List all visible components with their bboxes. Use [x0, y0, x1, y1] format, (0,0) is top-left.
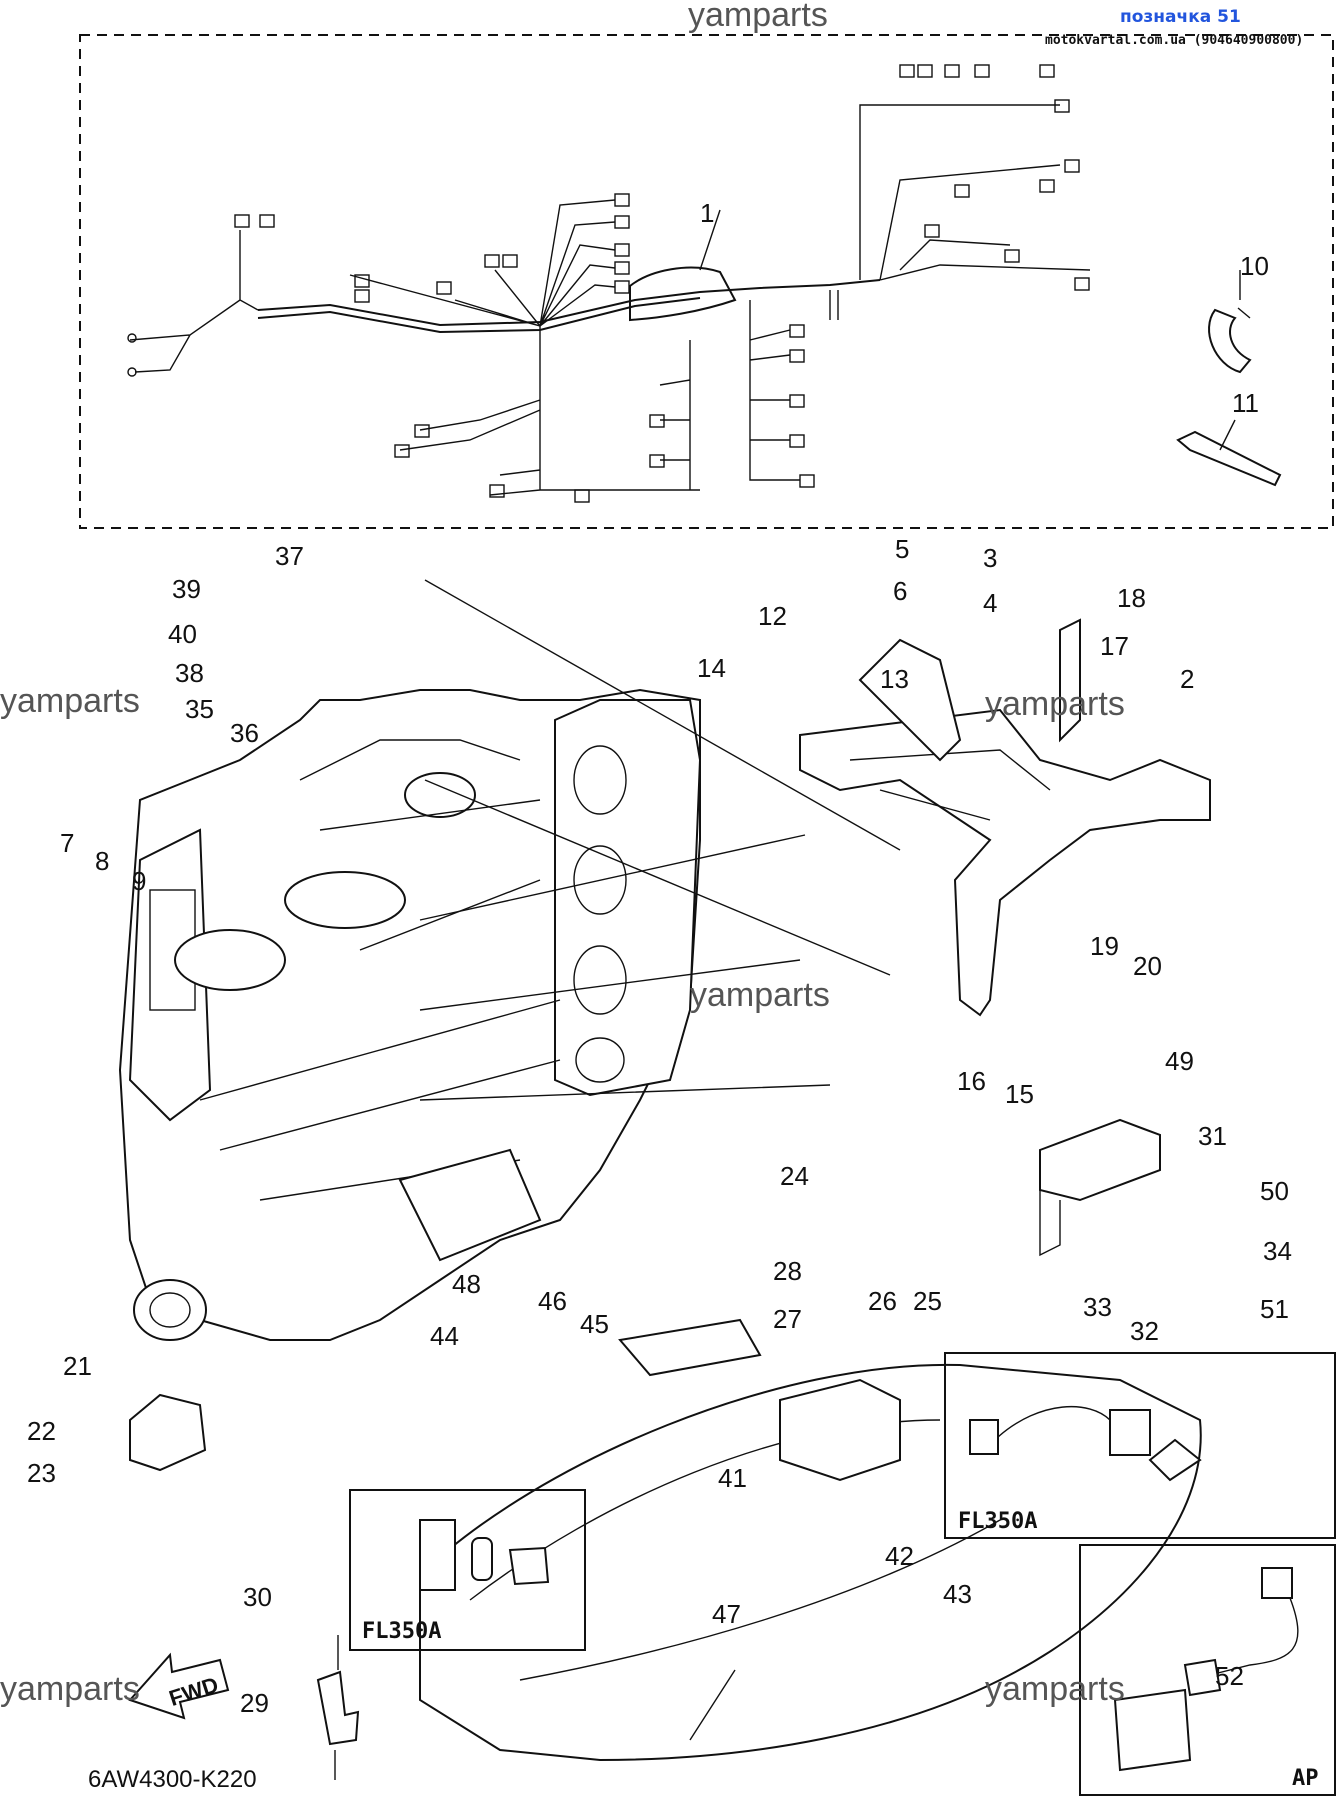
callout-13: 13 [880, 664, 909, 694]
leader-lines [334, 209, 1241, 1780]
watermark-bottom-left: yamparts [0, 1670, 140, 1708]
callout-31: 31 [1198, 1121, 1227, 1151]
callout-52: 52 [1215, 1661, 1244, 1691]
callout-19: 19 [1090, 931, 1119, 961]
inset-label-fl350a-left: FL350A [362, 1619, 441, 1644]
watermark-top: yamparts [688, 0, 828, 34]
callout-47: 47 [712, 1599, 741, 1629]
watermark-bottom-right: yamparts [985, 1670, 1125, 1708]
callout-20: 20 [1133, 951, 1162, 981]
watermark-left: yamparts [0, 682, 140, 720]
callout-42: 42 [885, 1541, 914, 1571]
callout-6: 6 [893, 576, 907, 606]
callout-49: 49 [1165, 1046, 1194, 1076]
callout-3: 3 [983, 543, 997, 573]
forward-arrow-icon: FWD [128, 1652, 230, 1720]
callout-46: 46 [538, 1286, 567, 1316]
callout-numbers: 1 2 3 4 5 6 7 8 9 10 11 12 13 14 15 16 1… [27, 198, 1292, 1718]
cable-tie-part-11 [1176, 430, 1282, 487]
callout-32: 32 [1130, 1316, 1159, 1346]
callout-43: 43 [943, 1579, 972, 1609]
callout-16: 16 [957, 1066, 986, 1096]
watermark-right: yamparts [985, 685, 1125, 723]
inset-box-fl350a-right [944, 1352, 1336, 1539]
inset-right-illustration [969, 1405, 1202, 1482]
inset-box-fl350a-left [349, 1489, 586, 1651]
bracket-part-29 [316, 1635, 360, 1746]
sensor-part-21 [129, 1393, 207, 1472]
callout-38-left: 38 [175, 658, 204, 688]
wire-harness-illustration [127, 64, 1091, 503]
callout-7-left: 7 [60, 828, 74, 858]
callout-40-left: 40 [168, 619, 197, 649]
callout-28: 28 [773, 1256, 802, 1286]
callout-45: 45 [580, 1309, 609, 1339]
callout-24: 24 [780, 1161, 809, 1191]
callout-14: 14 [697, 653, 726, 683]
callout-50: 50 [1260, 1176, 1289, 1206]
callout-26: 26 [868, 1286, 897, 1316]
callout-36: 36 [230, 718, 259, 748]
callout-29: 29 [240, 1688, 269, 1718]
watermark-center: yamparts [690, 976, 830, 1014]
clamp-part-10 [1208, 307, 1252, 374]
callout-5: 5 [895, 534, 909, 564]
callout-37-top: 37 [275, 541, 304, 571]
callout-34: 34 [1263, 1236, 1292, 1266]
callout-15: 15 [1005, 1079, 1034, 1109]
callout-18: 18 [1117, 583, 1146, 613]
callout-44: 44 [430, 1321, 459, 1351]
callout-41: 41 [718, 1463, 747, 1493]
inset-label-ap: AP [1292, 1766, 1319, 1791]
callout-22: 22 [27, 1416, 56, 1446]
bracket-part-31 [1039, 1118, 1161, 1257]
inset-left-illustration [419, 1519, 550, 1591]
callout-27: 27 [773, 1304, 802, 1334]
callout-10: 10 [1240, 251, 1269, 281]
callout-48: 48 [452, 1269, 481, 1299]
callout-2: 2 [1180, 664, 1194, 694]
callout-51: 51 [1260, 1294, 1289, 1324]
callout-4: 4 [983, 588, 997, 618]
page-ref-link[interactable]: позначка 51 [1120, 7, 1241, 27]
callout-25: 25 [913, 1286, 942, 1316]
callout-11: 11 [1232, 388, 1259, 418]
callout-33: 33 [1083, 1292, 1112, 1322]
site-reference: motokvartal.com.ua (904640900800) [1045, 33, 1303, 48]
callout-8-left: 8 [95, 846, 109, 876]
callout-12: 12 [758, 601, 787, 631]
wiring-harness-box [79, 34, 1334, 529]
callout-17: 17 [1100, 631, 1129, 661]
callout-39-left: 39 [172, 574, 201, 604]
engine-block-illustration [118, 688, 702, 1341]
callout-9-left: 9 [132, 866, 146, 896]
callout-30: 30 [243, 1582, 272, 1612]
callout-35: 35 [185, 694, 214, 724]
harness-holder-part-2 [799, 618, 1211, 1017]
callout-1: 1 [700, 198, 714, 228]
callout-21: 21 [63, 1351, 92, 1381]
inset-label-fl350a-right: FL350A [958, 1509, 1037, 1534]
callout-23: 23 [27, 1458, 56, 1488]
inset-ap-illustration [1113, 1567, 1299, 1772]
diagram-code: 6AW4300-K220 [88, 1766, 257, 1793]
inset-box-ap [1079, 1544, 1336, 1796]
